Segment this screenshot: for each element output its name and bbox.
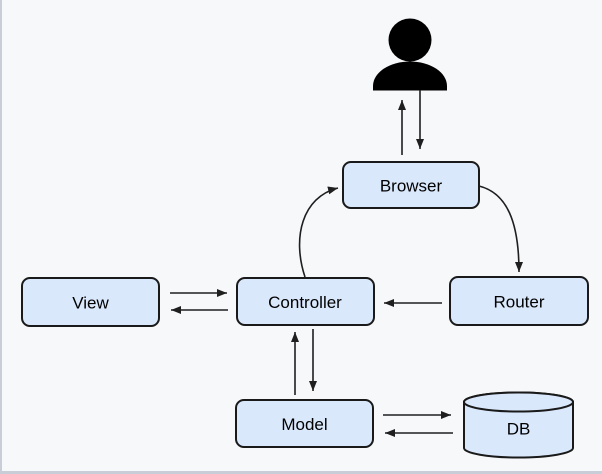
node-view: View xyxy=(21,277,160,327)
edge-browser-to-router xyxy=(478,185,523,273)
node-controller: Controller xyxy=(236,277,375,326)
node-db: DB xyxy=(463,391,574,459)
node-browser-label: Browser xyxy=(380,177,443,196)
node-model-box xyxy=(235,399,374,448)
node-browser-box xyxy=(342,161,480,209)
node-router-box xyxy=(449,276,589,326)
frame-left-border xyxy=(0,0,2,474)
user-icon-head xyxy=(388,18,432,62)
node-router-label: Router xyxy=(493,293,544,312)
node-model-label: Model xyxy=(281,415,327,434)
node-view-box xyxy=(21,277,160,327)
user-icon-body xyxy=(373,61,447,91)
node-browser: Browser xyxy=(342,161,480,209)
node-controller-box xyxy=(236,277,375,326)
edge-controller-to-browser xyxy=(298,186,339,278)
node-controller-label: Controller xyxy=(268,293,342,312)
node-db-cylinder-top xyxy=(463,391,574,413)
node-model: Model xyxy=(235,399,374,448)
node-view-label: View xyxy=(72,294,109,313)
user-icon xyxy=(373,18,447,91)
node-router: Router xyxy=(449,276,589,326)
node-db-label: DB xyxy=(507,420,531,439)
frame-bottom-border xyxy=(0,471,602,474)
